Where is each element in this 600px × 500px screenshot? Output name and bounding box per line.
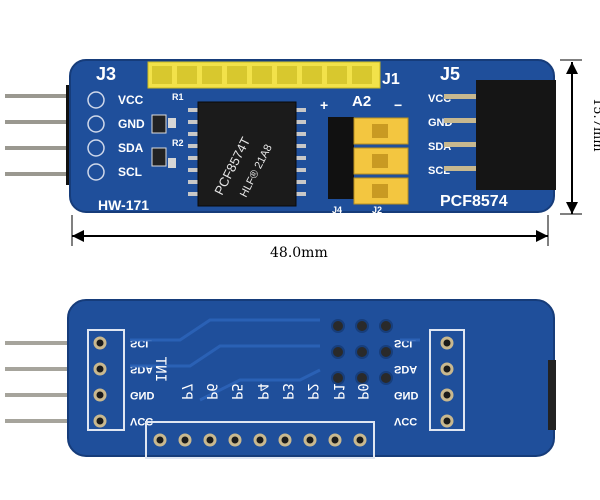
bottom-right-vcc: VCC — [394, 415, 417, 427]
j4-label: J4 — [332, 205, 342, 215]
port-p1: P1 — [330, 383, 346, 400]
port-p0: P0 — [354, 383, 370, 400]
bottom-right-gnd: GND — [394, 389, 419, 401]
port-pads — [153, 433, 367, 447]
pcf8574t-chip: PCF8574T HLF® 21A8 — [188, 101, 306, 207]
port-int: INT — [152, 356, 168, 382]
bottom-right-sda: SDA — [394, 363, 417, 375]
top-board: J3 VCC GND SDA SCL HW-171 J1 R1 R2 — [5, 59, 556, 215]
plus-sign: + — [320, 97, 328, 113]
port-p4: P4 — [254, 383, 270, 400]
j1-label: J1 — [382, 71, 400, 88]
r1-label: R1 — [172, 92, 184, 102]
resistor-r1 — [151, 114, 167, 134]
bottom-left-gnd: GND — [130, 389, 155, 401]
jumper-header-a2: A2 — [352, 93, 371, 110]
j3-label: J3 — [96, 64, 116, 84]
j5-label: J5 — [440, 64, 460, 84]
port-p5: P5 — [228, 383, 244, 400]
width-label: 48.0mm — [270, 245, 328, 261]
width-dimension: 48.0mm — [71, 215, 549, 261]
port-p6: P6 — [203, 383, 219, 400]
bottom-left-pins — [5, 341, 71, 423]
address-jumpers — [328, 117, 409, 205]
bottom-left-vcc: VCC — [130, 415, 153, 427]
pin-left-sda: SDA — [118, 141, 144, 155]
pin-left-gnd: GND — [118, 117, 145, 131]
r2-label: R2 — [172, 138, 184, 148]
model-label: HW-171 — [98, 197, 149, 213]
pin-left-scl: SCL — [118, 165, 142, 179]
pin-left-vcc: VCC — [118, 93, 144, 107]
part-label: PCF8574 — [440, 193, 508, 210]
resistor-r2 — [151, 147, 167, 167]
j2-label: J2 — [372, 205, 382, 215]
female-header-j5 — [476, 80, 556, 190]
header-j1 — [147, 61, 381, 89]
height-dimension: 15.7mm — [560, 59, 600, 215]
via-grid — [331, 319, 393, 385]
minus-sign: − — [394, 97, 402, 113]
port-p7: P7 — [178, 383, 194, 400]
port-p2: P2 — [304, 383, 320, 400]
height-label: 15.7mm — [590, 98, 600, 152]
bottom-board: SCL SDA GND VCC SCL SDA GND VCC INT P7 — [5, 299, 556, 459]
bottom-pcb — [67, 299, 555, 457]
port-p3: P3 — [279, 383, 295, 400]
